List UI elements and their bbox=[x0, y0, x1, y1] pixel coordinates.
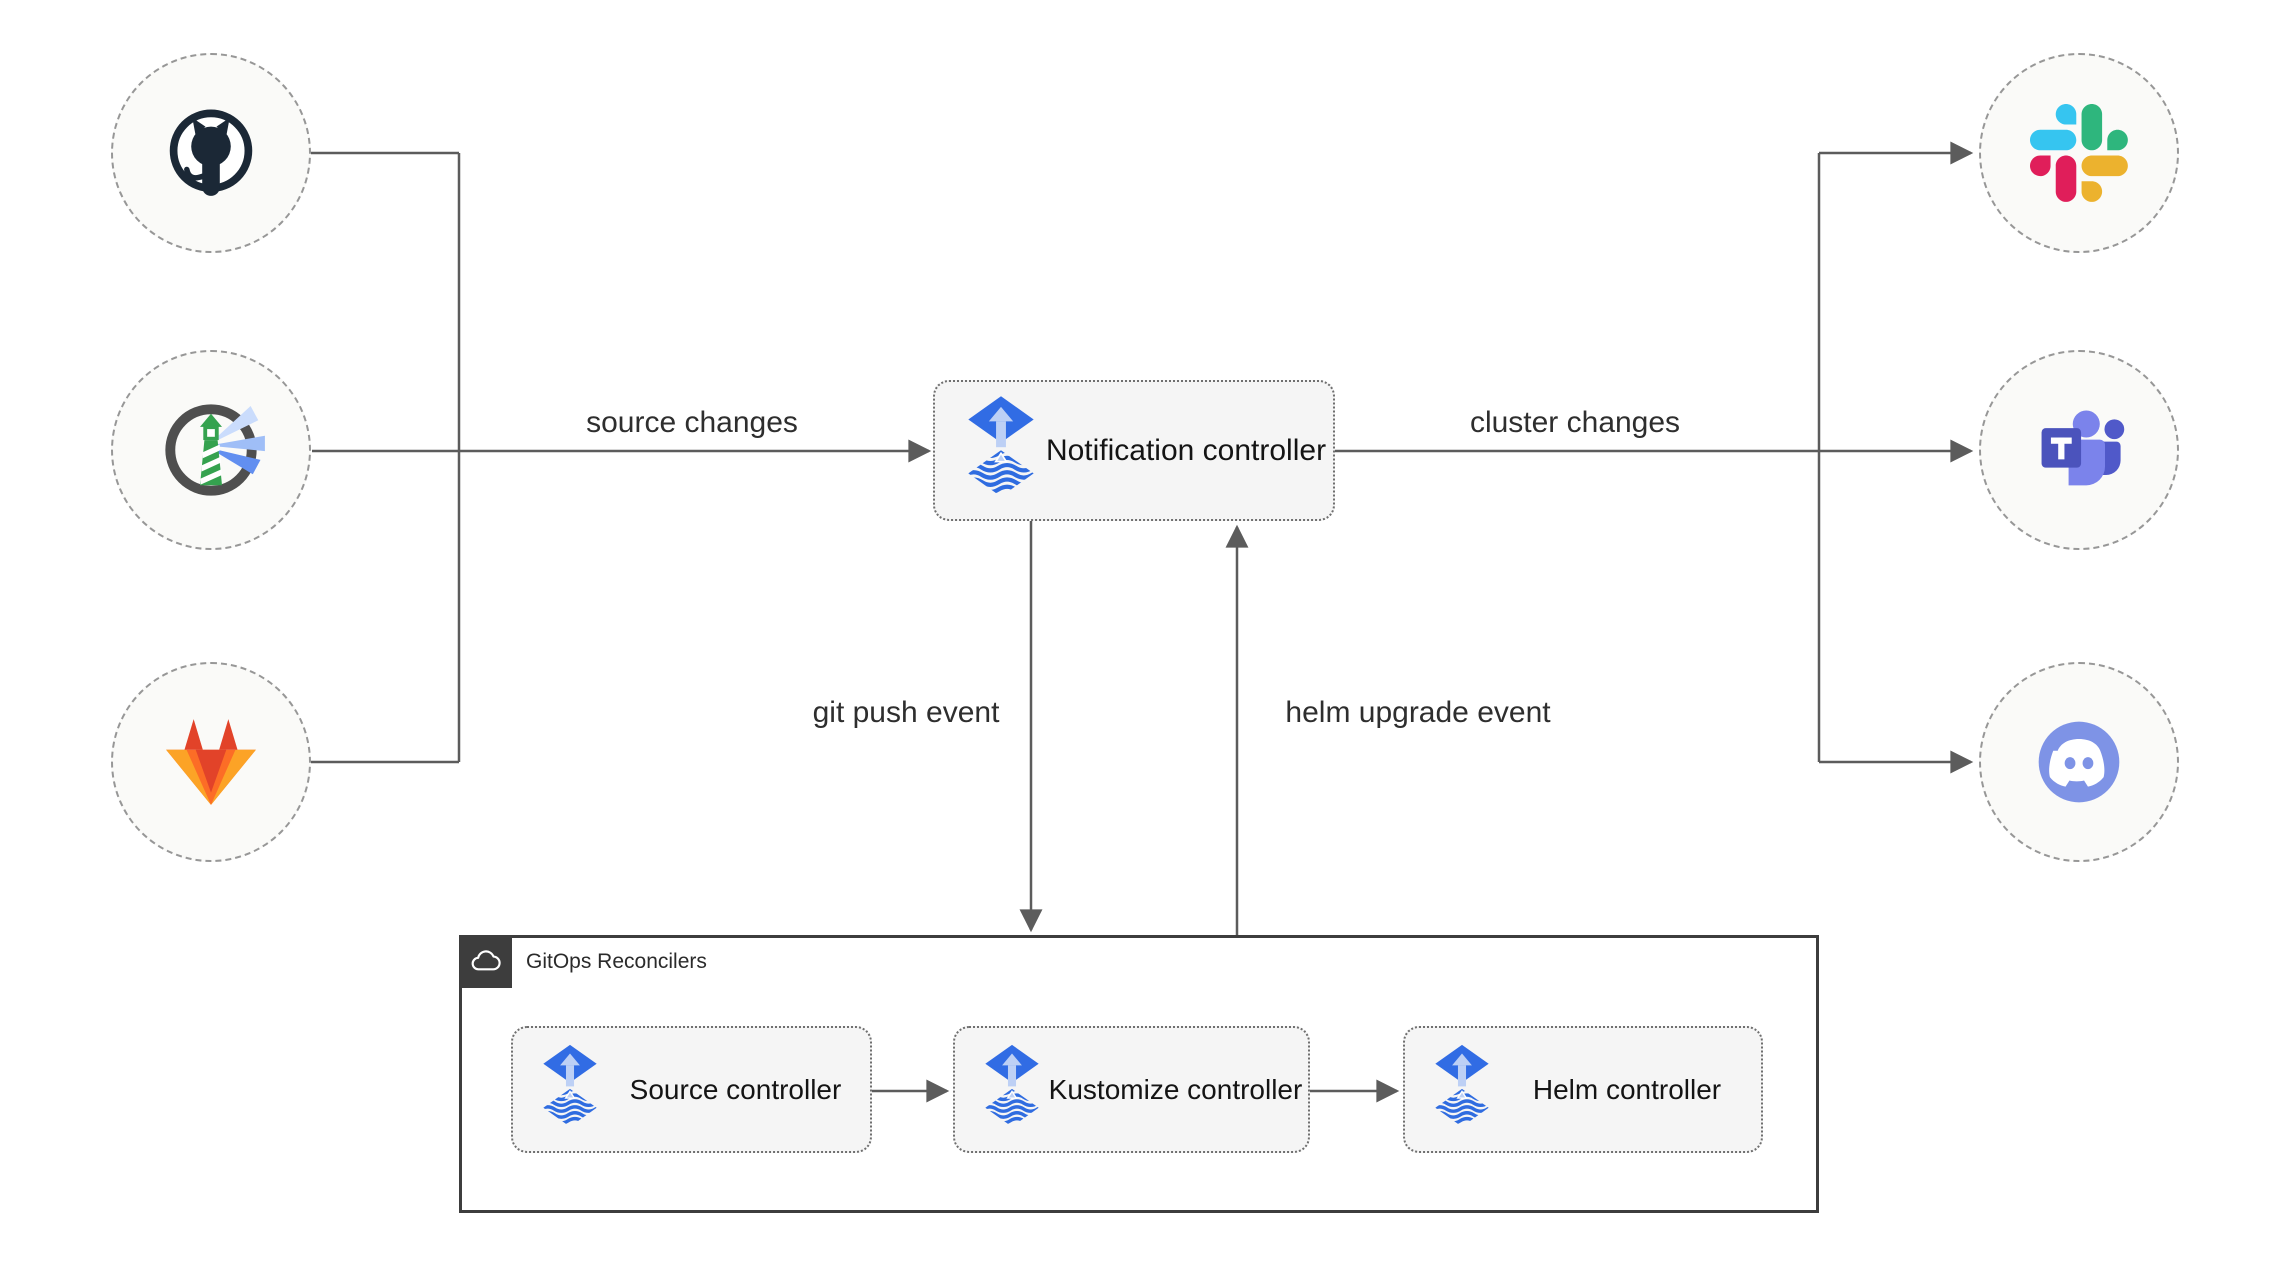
node-notification-controller: Notification controller bbox=[933, 380, 1335, 521]
node-harbor bbox=[111, 350, 311, 550]
node-github bbox=[111, 53, 311, 253]
harbor-icon bbox=[156, 395, 266, 505]
node-source-controller: Source controller bbox=[511, 1026, 872, 1153]
github-icon bbox=[156, 98, 266, 208]
cloud-icon bbox=[470, 946, 502, 978]
gitlab-icon bbox=[160, 715, 262, 809]
source-controller-label: Source controller bbox=[629, 1073, 842, 1105]
notification-controller-label: Notification controller bbox=[1045, 433, 1327, 467]
node-slack bbox=[1979, 53, 2179, 253]
ms-teams-icon bbox=[2027, 398, 2131, 502]
gitops-group-title: GitOps Reconcilers bbox=[526, 949, 707, 973]
flux-icon bbox=[539, 1043, 601, 1136]
node-teams bbox=[1979, 350, 2179, 550]
helm-controller-label: Helm controller bbox=[1532, 1073, 1722, 1105]
flux-icon bbox=[981, 1043, 1043, 1136]
node-discord bbox=[1979, 662, 2179, 862]
flux-icon bbox=[963, 394, 1039, 508]
discord-icon bbox=[2023, 706, 2135, 818]
label-source-changes: source changes bbox=[586, 406, 798, 439]
flux-icon bbox=[1431, 1043, 1493, 1136]
node-helm-controller: Helm controller bbox=[1403, 1026, 1763, 1153]
gitops-reconcilers-group: GitOps Reconcilers bbox=[459, 935, 1819, 1213]
slack-icon bbox=[2030, 104, 2128, 202]
gitops-group-header bbox=[459, 935, 512, 988]
label-helm-upgrade-event: helm upgrade event bbox=[1285, 696, 1551, 729]
label-git-push-event: git push event bbox=[812, 696, 1000, 729]
kustomize-controller-label: Kustomize controller bbox=[1048, 1073, 1303, 1105]
node-gitlab bbox=[111, 662, 311, 862]
label-cluster-changes: cluster changes bbox=[1469, 406, 1681, 439]
node-kustomize-controller: Kustomize controller bbox=[953, 1026, 1310, 1153]
